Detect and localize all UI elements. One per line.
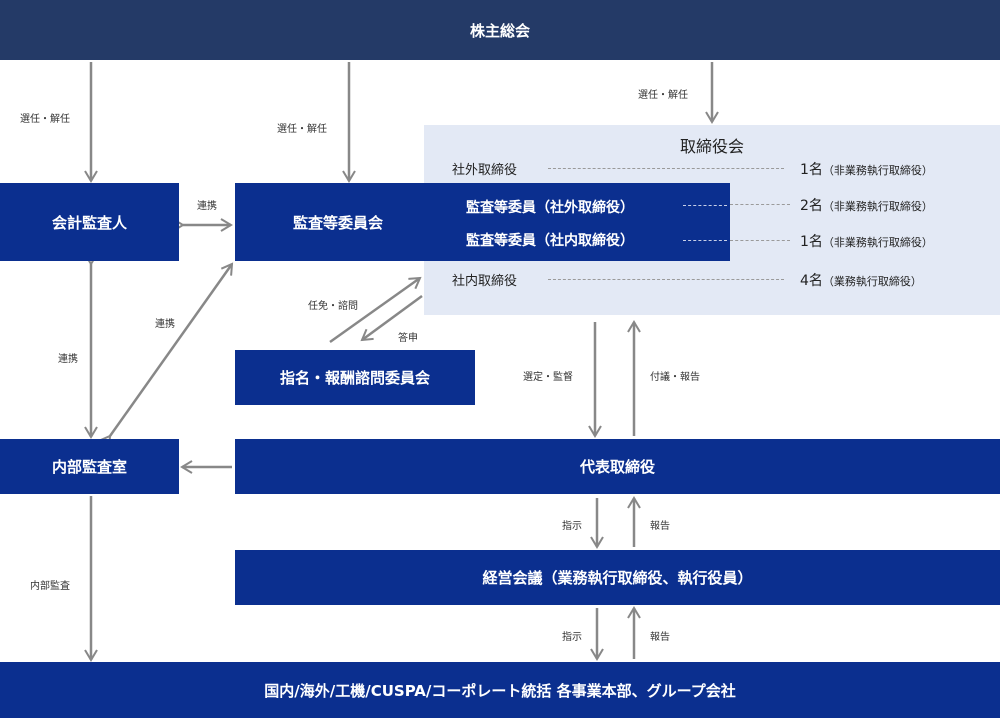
- label-elect-auditor: 選任・解任: [20, 114, 70, 125]
- board-row-inside: 社内取締役: [452, 274, 518, 289]
- board-row-outside-count: 1名（非業務執行取締役）: [800, 162, 933, 178]
- board-row-inside-count: 4名（業務執行取締役）: [800, 273, 922, 289]
- board-row-outside-dash: [548, 168, 784, 169]
- representative-director: 代表取締役: [235, 439, 1000, 494]
- label-elect-board: 選任・解任: [638, 90, 688, 101]
- internal-audit-office: 内部監査室: [0, 439, 179, 494]
- label-coop-auditor-committee: 連携: [197, 201, 217, 212]
- label-report-1: 報告: [650, 521, 670, 532]
- label-instruct-1: 指示: [562, 521, 582, 532]
- board-row-audit-inside-dash-right: [730, 240, 790, 241]
- label-report-2: 報告: [650, 632, 670, 643]
- board-row-outside: 社外取締役: [452, 163, 518, 178]
- arrow-report-back: [360, 294, 423, 342]
- label-report-back: 答申: [398, 333, 418, 344]
- label-elect-committee: 選任・解任: [277, 124, 327, 135]
- audit-committee-label: 監査等委員会: [293, 214, 384, 232]
- accounting-auditor: 会計監査人: [0, 183, 179, 261]
- board-row-audit-inside-count: 1名（非業務執行取締役）: [800, 234, 933, 250]
- audit-committee: 監査等委員会 監査等委員（社外取締役） 監査等委員（社内取締役）: [235, 183, 730, 261]
- board-row-audit-outside-count: 2名（非業務執行取締役）: [800, 198, 933, 214]
- management-meeting: 経営会議（業務執行取締役、執行役員）: [235, 550, 1000, 605]
- nomination-compensation-committee: 指名・報酬諮問委員会: [235, 350, 475, 405]
- shareholders-meeting: 株主総会: [0, 0, 1000, 60]
- board-row-audit-outside-dash-right: [730, 204, 790, 205]
- audit-member-outside-label: 監査等委員（社外取締役）: [466, 200, 634, 216]
- label-select-supervise: 選定・監督: [523, 372, 573, 383]
- shareholders-label: 株主総会: [469, 21, 530, 40]
- group-divisions: 国内/海外/工機/CUSPA/コーポレート統括 各事業本部、グループ会社: [0, 662, 1000, 718]
- label-internal-audit: 内部監査: [30, 581, 70, 592]
- label-coop-vertical: 連携: [58, 354, 78, 365]
- label-submit-report: 付議・報告: [650, 372, 700, 383]
- arrow-coop-diagonal: [98, 262, 234, 448]
- audit-member-outside-dash: [683, 205, 727, 206]
- audit-member-inside-label: 監査等委員（社内取締役）: [466, 233, 634, 249]
- board-row-inside-dash: [548, 279, 784, 280]
- label-coop-diagonal: 連携: [155, 319, 175, 330]
- label-instruct-2: 指示: [562, 632, 582, 643]
- label-appoint-consult: 任免・諮問: [308, 301, 358, 312]
- audit-member-inside-dash: [683, 240, 727, 241]
- arrow-appoint-consult: [329, 276, 422, 344]
- board-title: 取締役会: [679, 137, 744, 156]
